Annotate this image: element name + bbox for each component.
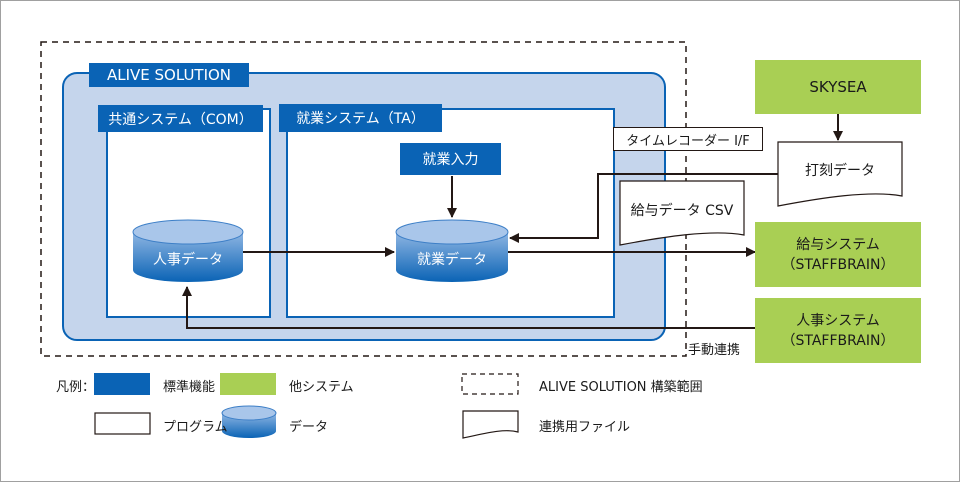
ta-data-cylinder [395,219,509,282]
payroll-csv-doc [619,180,745,246]
ta-system-label: 就業システム（TA） [279,104,442,132]
legend-scope-label: ALIVE SOLUTION 構築範囲 [539,380,703,395]
common-system-box [106,108,271,318]
payroll-system-box: 給与システム （STAFFBRAIN） [755,222,921,287]
legend-other-label: 他システム [289,380,354,395]
legend-swatch-other [220,373,276,395]
legend-standard-label: 標準機能 [163,380,216,395]
hr-system-box: 人事システム （STAFFBRAIN） [755,298,921,363]
payroll-system-product: （STAFFBRAIN） [781,256,895,273]
ta-input-box: 就業入力 [400,143,501,175]
payroll-system-name: 給与システム [796,236,880,253]
legend-swatch-data [221,405,277,438]
alive-solution-label: ALIVE SOLUTION [89,63,249,87]
arrow-stamp-to-tadata [509,173,778,243]
hr-system-name: 人事システム [796,312,880,329]
manual-link-label: 手動連携 [688,343,741,358]
hr-data-cylinder [132,219,244,282]
skysea-label: SKYSEA [809,78,867,96]
legend-swatch-standard [94,373,150,395]
stamp-data-doc [777,141,903,207]
legend-program-label: プログラム [163,420,228,435]
legend-file-label: 連携用ファイル [539,420,631,435]
skysea-box: SKYSEA [755,60,921,114]
hr-system-product: （STAFFBRAIN） [781,332,895,349]
stamp-data-label: 打刻データ [805,163,875,179]
hr-data-label: 人事データ [153,252,223,268]
time-recorder-if-box: タイムレコーダー I/F [613,127,763,151]
legend-data-label: データ [289,420,329,435]
payroll-csv-label: 給与データ CSV [630,203,734,219]
legend-title: 凡例： [56,380,96,395]
ta-data-label: 就業データ [417,252,487,268]
legend-swatch-program [94,412,151,435]
legend-swatch-file [462,410,519,439]
common-system-label: 共通システム（COM） [98,105,263,132]
legend-swatch-scope [461,373,519,395]
alive-scope-boundary [40,41,687,357]
ta-system-box [286,108,615,318]
arrow-hrsystem-to-hrdata [182,286,755,329]
